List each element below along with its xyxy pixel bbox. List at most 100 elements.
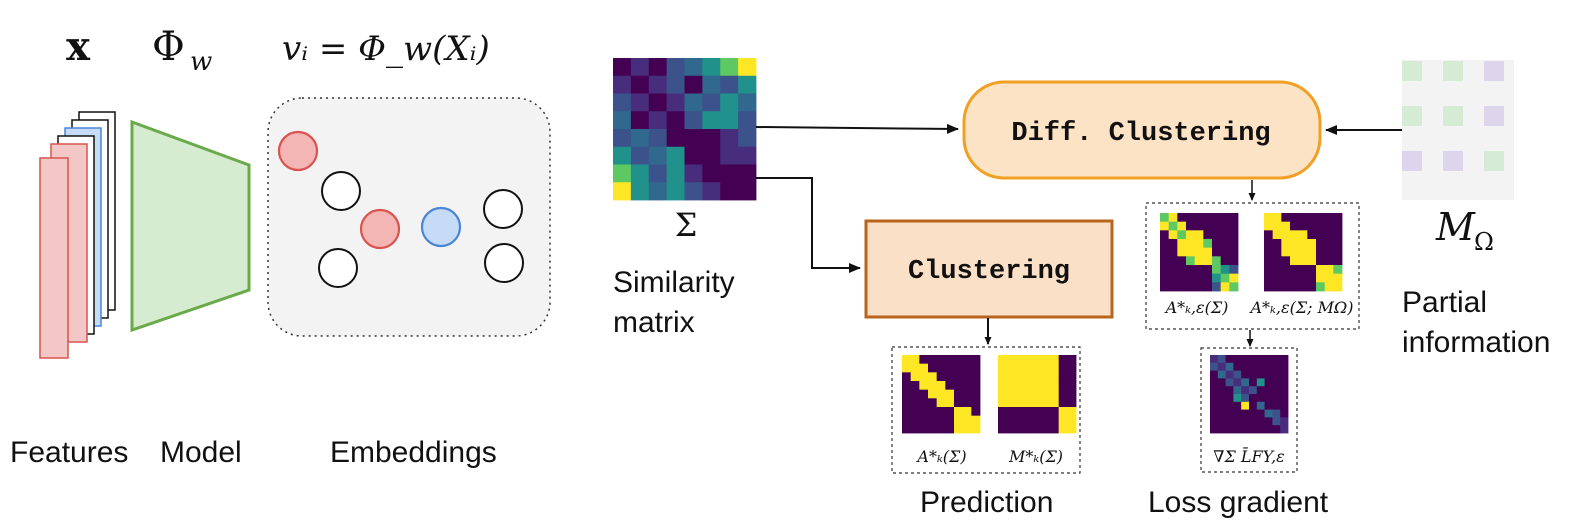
gradient-cell xyxy=(1256,417,1265,426)
a-k-eps-cell xyxy=(1177,256,1187,266)
a-k-eps-m-caption: A*ₖ,ε(Σ; MΩ) xyxy=(1249,298,1354,317)
gradient-cell xyxy=(1241,425,1250,434)
loss-gradient-group xyxy=(1200,347,1298,473)
a-k-cell xyxy=(928,381,938,391)
m-k-heatmap xyxy=(998,355,1077,434)
a-k-eps-cell xyxy=(1220,265,1230,275)
similarity-cell xyxy=(613,164,632,183)
partial-cell xyxy=(1402,151,1422,171)
a-k-eps-m-cell xyxy=(1324,282,1334,292)
similarity-cell xyxy=(648,129,668,148)
m-k-cell xyxy=(1041,355,1051,365)
a-k-eps-m-cell xyxy=(1316,239,1326,249)
a-k-eps-cell xyxy=(1186,230,1196,240)
a-k-eps-cell xyxy=(1160,256,1170,266)
a-k-cell xyxy=(902,355,912,365)
similarity-cell xyxy=(630,164,650,183)
a-k-eps-m-cell xyxy=(1324,247,1334,257)
similarity-matrix-heatmap xyxy=(613,58,757,201)
a-k-cell xyxy=(910,415,920,425)
m-k-cell xyxy=(1006,398,1016,408)
a-k-eps-cell xyxy=(1186,239,1196,249)
a-k-cell xyxy=(919,355,929,365)
a-k-eps-m-cell xyxy=(1307,213,1317,223)
gradient-cell xyxy=(1249,401,1258,410)
a-k-cell xyxy=(936,415,946,425)
gradient-cell xyxy=(1233,401,1242,410)
prediction-label: Prediction xyxy=(920,486,1053,519)
a-k-eps-m-cell xyxy=(1316,213,1326,223)
gradient-cell xyxy=(1210,401,1219,410)
a-k-eps-m-cell xyxy=(1324,265,1334,275)
a-k-cell xyxy=(936,424,946,434)
a-k-cell xyxy=(919,372,929,382)
a-k-cell xyxy=(954,363,964,373)
m-k-cell xyxy=(1015,398,1025,408)
partial-cell xyxy=(1484,151,1504,171)
a-k-cell xyxy=(936,407,946,417)
a-k-eps-cell xyxy=(1212,230,1222,240)
similarity-cell xyxy=(648,164,668,183)
a-k-eps-cell xyxy=(1229,221,1239,231)
similarity-cell xyxy=(720,58,739,77)
a-k-eps-cell xyxy=(1194,265,1204,275)
similarity-label-line1: Similarity xyxy=(613,266,735,299)
gradient-cell xyxy=(1233,386,1242,395)
a-k-eps-cell xyxy=(1186,256,1196,266)
gradient-heatmap xyxy=(1210,355,1289,434)
gradient-cell xyxy=(1249,394,1258,403)
gradient-cell xyxy=(1280,409,1289,418)
a-k-eps-cell xyxy=(1168,221,1178,231)
similarity-cell xyxy=(702,164,721,183)
a-k-eps-cell xyxy=(1203,213,1213,223)
a-k-eps-cell xyxy=(1177,273,1187,283)
clustering-box xyxy=(864,219,1114,319)
a-k-cell xyxy=(945,407,955,417)
a-k-cell xyxy=(945,355,955,365)
a-k-cell xyxy=(971,407,981,417)
a-k-eps-m-cell xyxy=(1281,247,1291,257)
a-k-eps-cell xyxy=(1229,256,1239,266)
feature-stack xyxy=(39,111,116,359)
similarity-cell xyxy=(666,58,685,77)
embedding-point xyxy=(484,243,524,283)
similarity-cell xyxy=(702,75,721,94)
m-k-cell xyxy=(1024,407,1034,417)
a-k-eps-m-cell xyxy=(1324,256,1334,266)
m-k-cell xyxy=(1032,355,1042,365)
a-k-eps-cell xyxy=(1212,282,1222,292)
gradient-cell xyxy=(1225,401,1234,410)
a-k-cell xyxy=(902,381,912,391)
a-k-eps-m-cell xyxy=(1298,273,1308,283)
embedding-point-blue xyxy=(420,206,462,248)
m-k-cell xyxy=(998,363,1008,373)
m-k-cell xyxy=(1041,381,1051,391)
a-k-eps-cell xyxy=(1186,221,1196,231)
gradient-cell xyxy=(1256,370,1265,379)
a-k-eps-m-cell xyxy=(1281,230,1291,240)
a-k-eps-m-cell xyxy=(1298,265,1308,275)
a-k-cell xyxy=(954,398,964,408)
a-k-eps-m-cell xyxy=(1290,239,1300,249)
gradient-cell xyxy=(1272,409,1281,418)
m-omega-sub: Ω xyxy=(1474,228,1494,256)
gradient-cell xyxy=(1249,355,1258,364)
a-k-eps-cell xyxy=(1229,213,1239,223)
gradient-cell xyxy=(1272,362,1281,371)
m-k-cell xyxy=(1006,415,1016,425)
a-k-cell xyxy=(936,381,946,391)
a-k-eps-m-cell xyxy=(1316,273,1326,283)
a-k-cell xyxy=(928,389,938,399)
gradient-cell xyxy=(1272,378,1281,387)
gradient-cell xyxy=(1256,394,1265,403)
m-k-cell xyxy=(1050,389,1060,399)
a-k-eps-m-cell xyxy=(1281,239,1291,249)
a-k-cell xyxy=(936,372,946,382)
a-k-cell xyxy=(919,407,929,417)
gradient-cell xyxy=(1233,378,1242,387)
a-k-eps-cell xyxy=(1212,239,1222,249)
a-k-eps-cell xyxy=(1186,213,1196,223)
m-k-cell xyxy=(1015,381,1025,391)
gradient-cell xyxy=(1264,370,1273,379)
m-k-cell xyxy=(998,424,1008,434)
